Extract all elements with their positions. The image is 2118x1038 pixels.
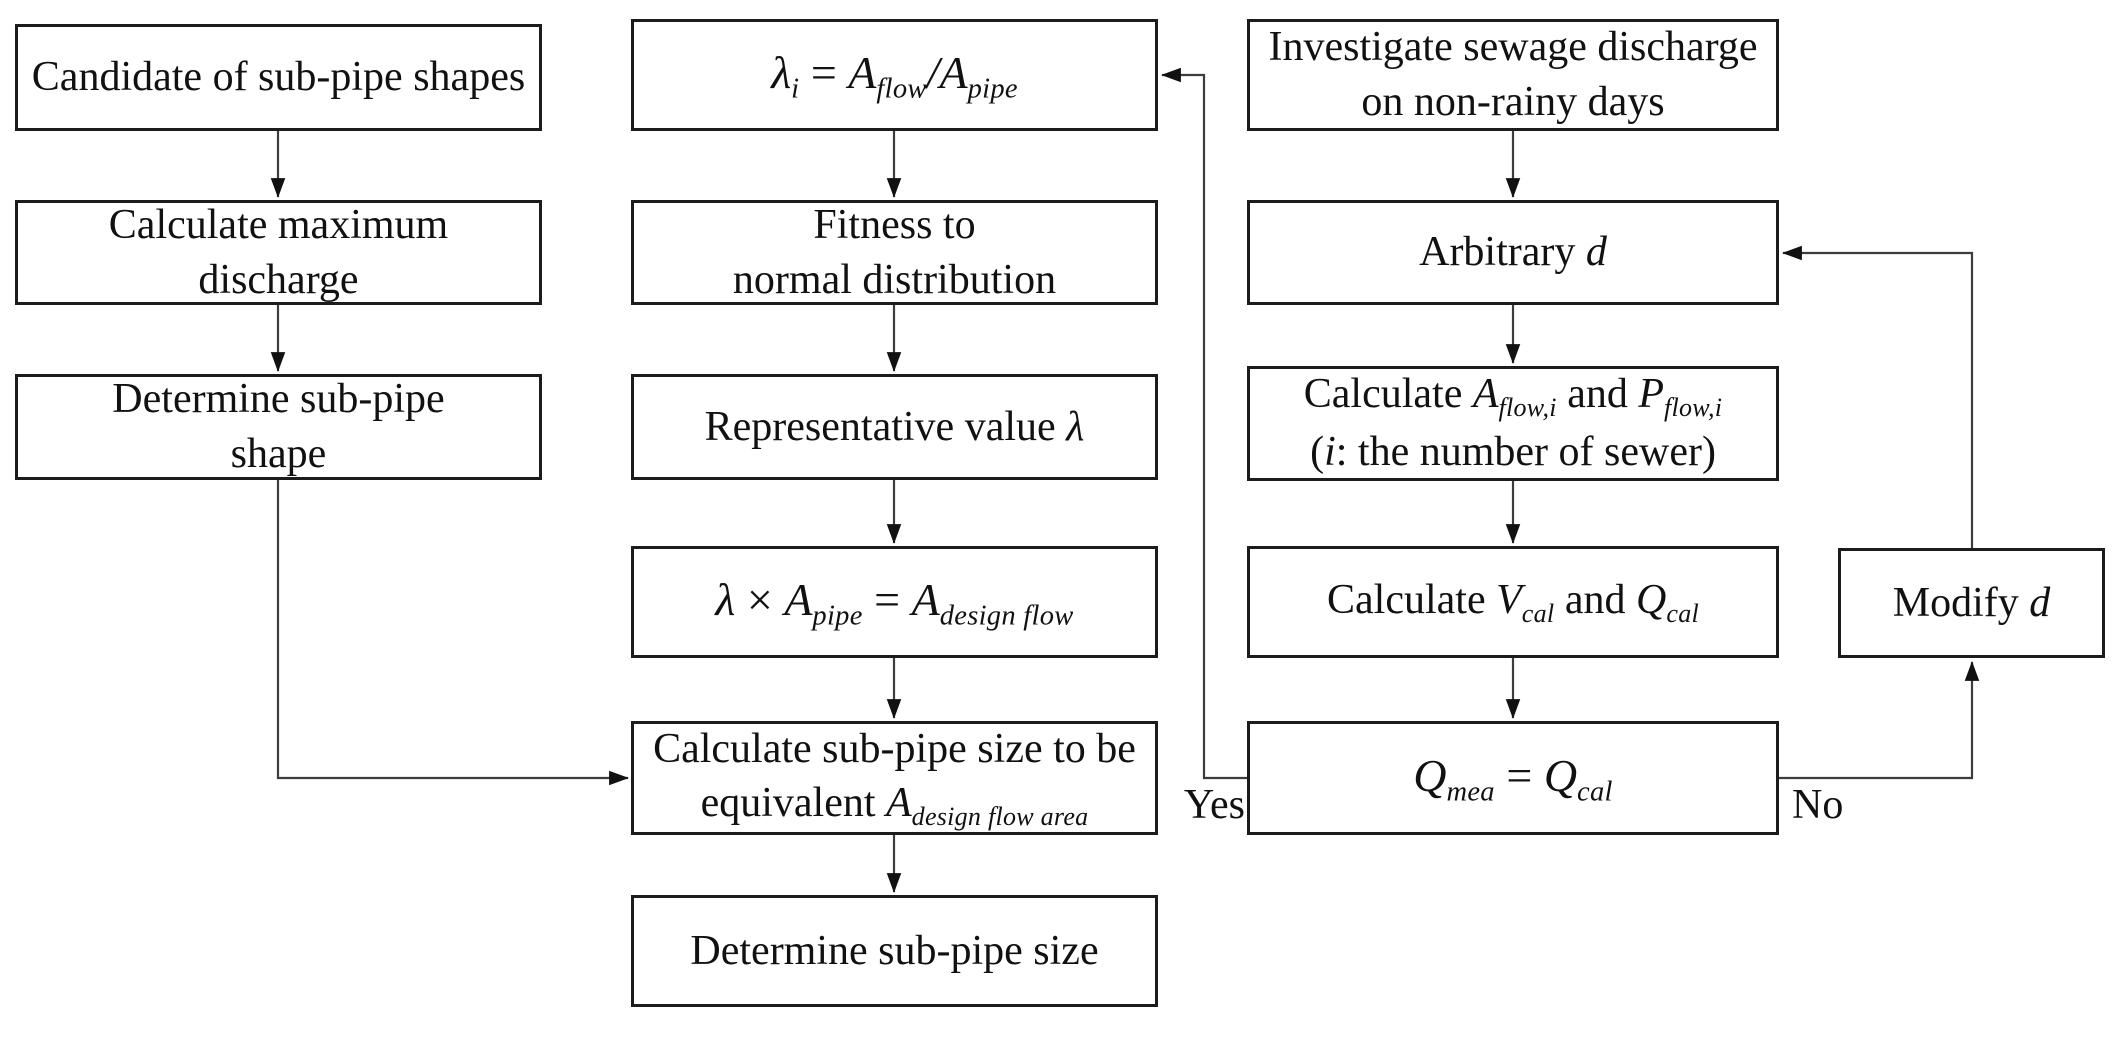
edge-label-yes: Yes [1183, 782, 1245, 828]
text-line: Calculate maximum [109, 198, 448, 253]
text-part: × [735, 573, 785, 625]
text-part: V [1496, 577, 1522, 624]
text-part: shape [230, 431, 327, 477]
text-part: A [911, 573, 940, 625]
text-line: Qmea = Qcal [1413, 746, 1613, 811]
text-part: Fitness to [813, 201, 976, 248]
text-part: flow,i [1664, 393, 1723, 423]
connector-shape-to-calcsize [276, 480, 629, 786]
text-part: Q [1543, 749, 1578, 801]
text-part: Candidate of sub-pipe shapes [31, 54, 526, 101]
text-part: and [1554, 577, 1637, 624]
text-part: and [1556, 371, 1639, 418]
text-part: = [799, 46, 849, 98]
text-part: / [926, 46, 940, 98]
text-part: discharge [198, 256, 359, 303]
node-calculate-maximum-discharge: Calculate maximum discharge [15, 200, 542, 305]
text-part: Q [1636, 577, 1667, 624]
node-candidate-sub-pipe-shapes: Candidate of sub-pipe shapes [15, 24, 542, 131]
text-part: Calculate [1303, 371, 1473, 418]
node-determine-sub-pipe-shape: Determine sub-pipe shape [15, 374, 542, 480]
text-part: Modify [1892, 579, 2030, 626]
text-part: = [862, 573, 912, 625]
text-part: flow [876, 73, 927, 105]
text-part: i [1324, 429, 1336, 476]
text-part: λ [1066, 403, 1085, 450]
text-line: on non-rainy days [1361, 75, 1664, 130]
text-line: normal distribution [733, 253, 1056, 308]
text-part: λ [771, 46, 792, 98]
text-part: pipe [812, 600, 863, 632]
text-part: Calculate [1327, 577, 1497, 624]
connector-yes-feedback [1161, 67, 1247, 780]
text-part: P [1638, 371, 1665, 418]
node-arbitrary-d: Arbitrary d [1247, 200, 1779, 305]
text-part: ( [1310, 429, 1325, 476]
text-line: discharge [198, 253, 358, 308]
node-determine-sub-pipe-size: Determine sub-pipe size [631, 895, 1158, 1007]
text-part: Determine sub-pipe size [690, 927, 1099, 974]
text-part: λ [715, 573, 736, 625]
text-line: Fitness to [813, 198, 975, 253]
text-part: A [1472, 371, 1499, 418]
text-part: cal [1577, 776, 1613, 808]
text-part: : the number of sewer) [1335, 429, 1716, 476]
node-investigate-sewage-discharge: Investigate sewage discharge on non-rainy… [1247, 19, 1779, 131]
node-calculate-vcal-qcal: Calculate Vcal and Qcal [1247, 546, 1779, 658]
text-line: λi = Aflow/Apipe [771, 43, 1018, 108]
text-part: A [848, 46, 877, 98]
node-qmea-equals-qcal: Qmea = Qcal [1247, 721, 1779, 835]
text-line: Determine sub-pipe [112, 372, 444, 427]
text-line: Representative value λ [705, 400, 1085, 455]
text-part: A [886, 780, 912, 827]
text-line: Modify d [1893, 576, 2051, 631]
text-part: design flow area [911, 802, 1089, 832]
text-line: Candidate of sub-pipe shapes [32, 50, 525, 105]
text-part: normal distribution [732, 256, 1057, 303]
text-part: pipe [967, 73, 1018, 105]
text-part: equivalent [700, 780, 887, 827]
text-part: = [1494, 749, 1544, 801]
text-part: Investigate sewage discharge [1268, 24, 1758, 71]
text-part: d [2029, 579, 2051, 626]
text-line: (i: the number of sewer) [1310, 425, 1716, 480]
text-line: Calculate Aflow,i and Pflow,i [1304, 367, 1723, 425]
node-modify-d: Modify d [1838, 548, 2105, 658]
text-part: flow,i [1498, 393, 1557, 423]
connector-no-to-modify [1779, 661, 1980, 780]
text-part: Q [1413, 749, 1447, 801]
text-line: Calculate sub-pipe size to be [653, 722, 1136, 777]
connector-modify-to-arbitrary [1782, 245, 1974, 548]
node-calculate-aflow-pflow: Calculate Aflow,i and Pflow,i(i: the num… [1247, 366, 1779, 481]
text-line: shape [231, 427, 327, 482]
text-part: Determine sub-pipe [112, 376, 445, 423]
text-part: cal [1521, 598, 1555, 628]
text-part: d [1585, 229, 1607, 276]
text-part: design flow [939, 600, 1074, 632]
node-design-flow-equation: λ × Apipe = Adesign flow [631, 546, 1158, 658]
text-line: Calculate Vcal and Qcal [1327, 573, 1699, 631]
text-part: A [939, 46, 968, 98]
text-part: A [784, 573, 813, 625]
text-part: Calculate maximum [108, 201, 449, 248]
text-line: Arbitrary d [1419, 225, 1607, 280]
text-part: Representative value [704, 403, 1067, 450]
text-line: λ × Apipe = Adesign flow [715, 570, 1073, 635]
node-representative-value-lambda: Representative value λ [631, 374, 1158, 480]
text-part: on non-rainy days [1361, 79, 1665, 125]
text-part: i [791, 73, 800, 105]
text-part: Calculate sub-pipe size to be [653, 725, 1136, 772]
text-part: Arbitrary [1419, 229, 1586, 276]
text-line: Investigate sewage discharge [1268, 20, 1757, 75]
text-part: mea [1446, 776, 1495, 808]
node-fitness-normal-distribution: Fitness to normal distribution [631, 200, 1158, 305]
text-line: Determine sub-pipe size [690, 924, 1098, 979]
text-part: cal [1666, 598, 1699, 628]
node-lambda-ratio-equation: λi = Aflow/Apipe [631, 19, 1158, 131]
text-line: equivalent Adesign flow area [701, 776, 1089, 834]
edge-label-no: No [1792, 782, 1844, 828]
